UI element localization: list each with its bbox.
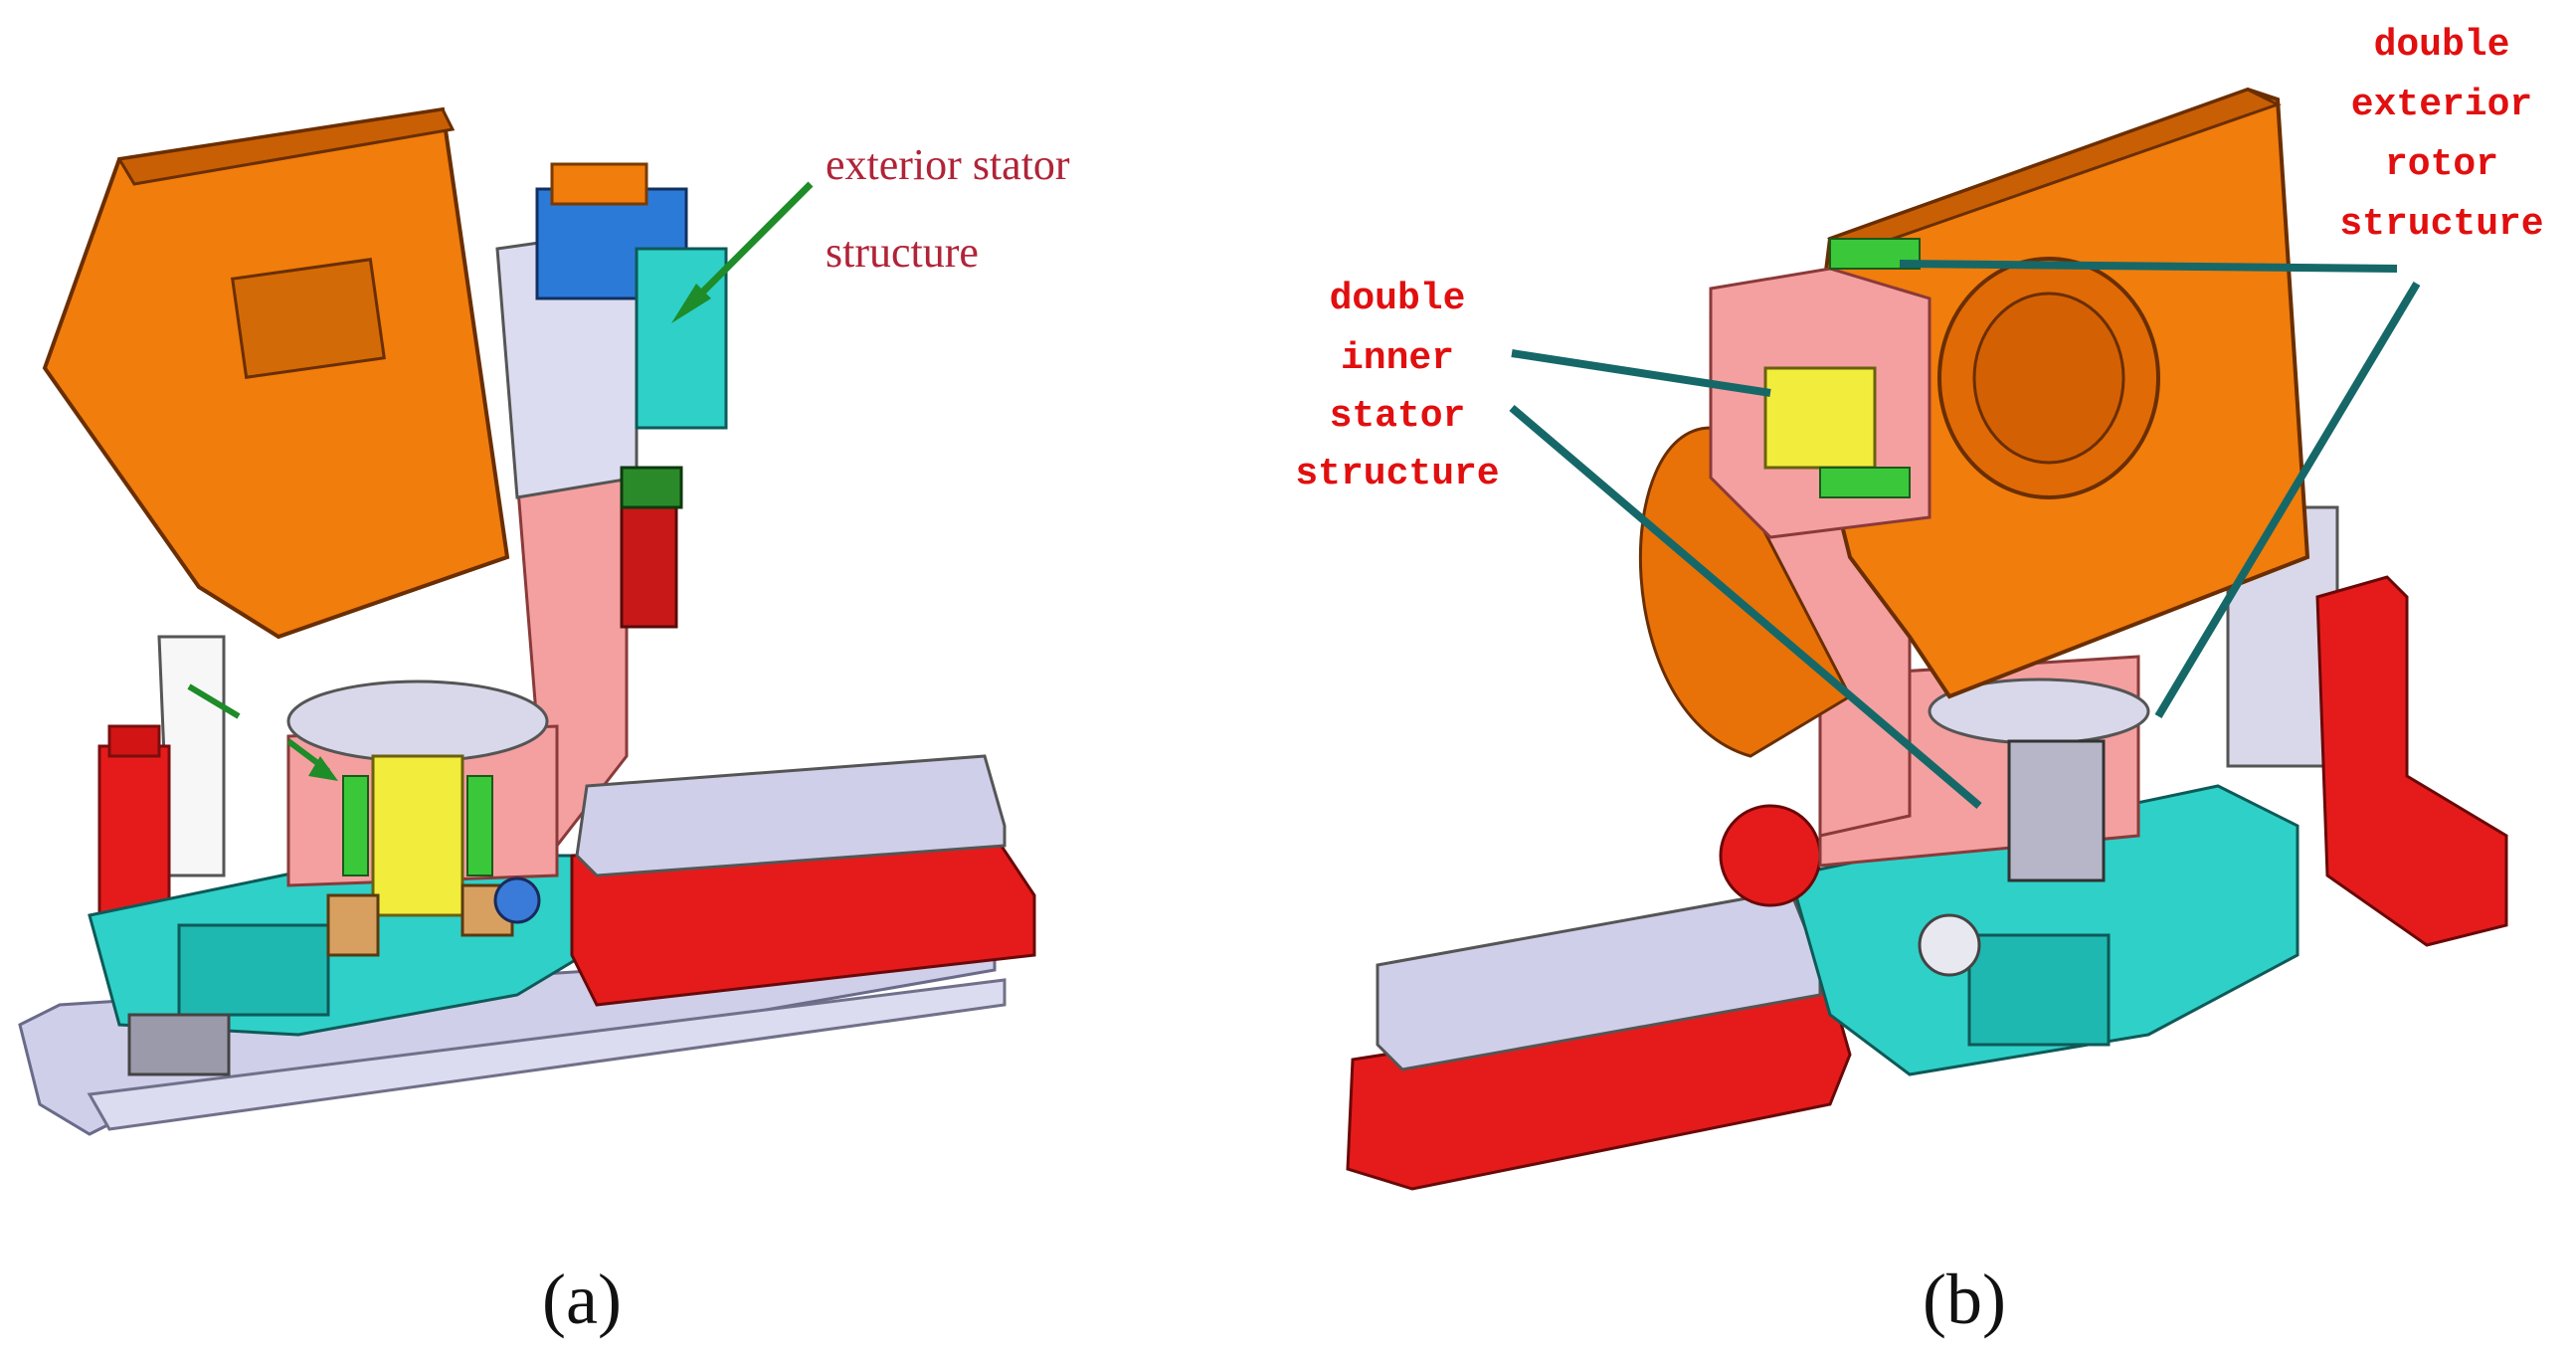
panel-a-illustration (18, 106, 1036, 1136)
b-aperture-inner (1972, 291, 2125, 465)
b-label-exterior-rotor-line3: rotor (2385, 143, 2498, 186)
a-green-ring-left (342, 775, 369, 876)
b-yellow-motor (1763, 366, 1877, 470)
a-red-actuator-cap (107, 724, 161, 758)
a-gray-block (127, 1013, 231, 1076)
a-arrow-exterior-stator (671, 181, 814, 323)
a-green-ring-right (466, 775, 493, 876)
a-arrow-small-left (187, 683, 241, 719)
b-orange-dome (1638, 426, 1852, 758)
b-label-exterior-rotor-line1: double (2374, 24, 2510, 67)
a-teal-block (177, 923, 330, 1017)
caption-b: (b) (1923, 1260, 2006, 1339)
b-white-wheel (1918, 913, 1981, 977)
b-label-inner-stator-line4: structure (1295, 453, 1499, 495)
b-pointer-exterior-rotor-2 (2154, 281, 2421, 719)
b-pointer-inner-stator-1 (1511, 349, 1771, 397)
a-housing-window (231, 258, 386, 379)
b-label-inner-stator-line3: stator (1330, 395, 1466, 438)
caption-a: (a) (542, 1260, 622, 1339)
b-label-exterior-rotor-line4: structure (2339, 203, 2543, 246)
a-yellow-motor (371, 754, 464, 917)
a-green-band (620, 466, 683, 509)
a-teal-side (635, 247, 728, 430)
a-blue-knob (493, 876, 541, 924)
b-teal-base (1788, 784, 2300, 1076)
panel-b-illustration (1346, 87, 2508, 1191)
a-orange-cap (550, 162, 648, 206)
b-pointer-exterior-rotor-1 (1899, 260, 2398, 273)
b-label-inner-stator-line2: inner (1341, 337, 1454, 380)
b-teal-block (1967, 933, 2111, 1047)
a-red-actuator (97, 744, 171, 917)
a-bottom-rail (87, 978, 1007, 1131)
b-pointer-inner-stator-2 (1509, 404, 1982, 810)
b-gray-cylinder (2007, 739, 2106, 882)
b-green-rotor-bottom (1819, 467, 1911, 498)
b-red-disc (1719, 804, 1822, 907)
a-arrow-small-turret (286, 738, 338, 781)
a-orange-housing-top (116, 107, 456, 186)
a-label-exterior-stator-line2: structure (826, 228, 979, 277)
b-red-actuator (2315, 575, 2508, 947)
a-tan-bearing-left (326, 893, 380, 957)
a-lavender-box (575, 754, 1007, 877)
a-dark-red-motor (620, 505, 678, 629)
a-label-exterior-stator-line1: exterior stator (826, 140, 1070, 189)
b-label-exterior-rotor-line2: exterior (2351, 84, 2532, 126)
b-label-inner-stator-line1: double (1330, 278, 1466, 320)
a-turret-top (286, 680, 549, 763)
